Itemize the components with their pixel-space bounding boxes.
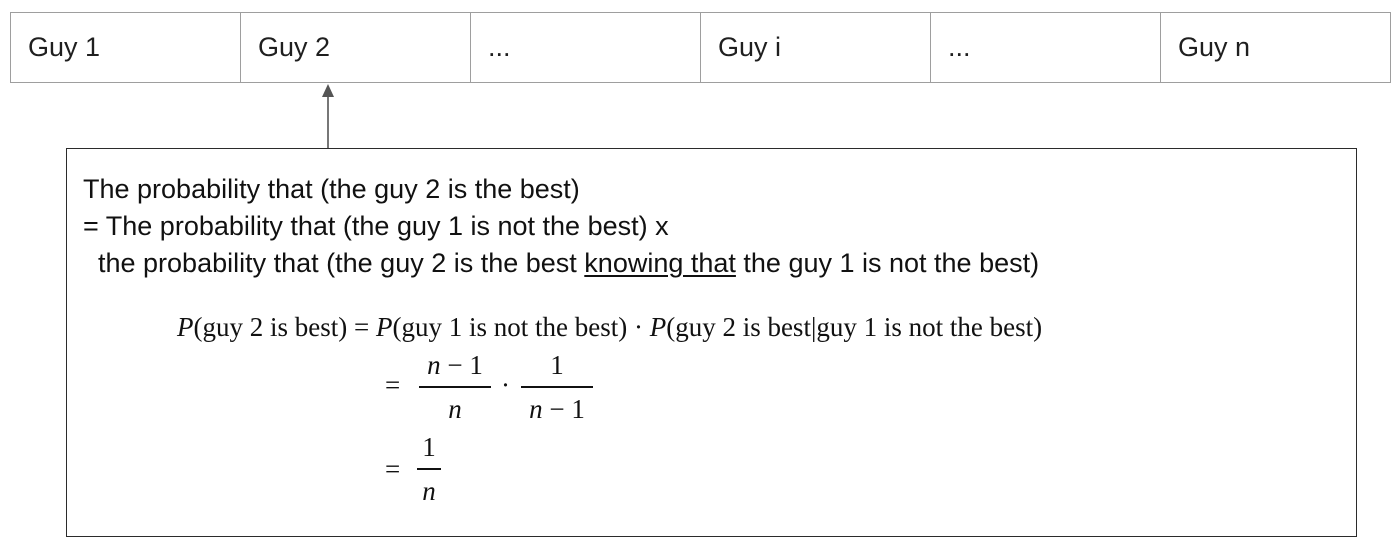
fraction-denominator: n	[448, 393, 462, 424]
rhs-argument-1: (guy 1 is not the best)	[392, 312, 628, 342]
guy-cell-2: Guy 2	[241, 13, 471, 82]
fraction-1-over-n-minus-1: 1 n − 1	[521, 350, 593, 424]
fraction-denominator: n	[422, 475, 436, 506]
multiply-dot: ·	[633, 312, 643, 342]
minus-one: − 1	[542, 393, 585, 424]
explanation-line-1: The probability that (the guy 2 is the b…	[83, 174, 580, 204]
variable-n: n	[427, 350, 441, 380]
p-symbol: P	[375, 312, 393, 342]
equals-sign-line-3: =	[385, 454, 401, 484]
ellipsis-cell-1: ...	[471, 13, 701, 82]
guy-cell-1: Guy 1	[11, 13, 241, 82]
equals-sign-line-2: =	[385, 370, 401, 400]
explanation-box: The probability that (the guy 2 is the b…	[66, 148, 1357, 537]
multiply-dot-line-2: ·	[501, 370, 510, 400]
guy-sequence-row: Guy 1 Guy 2 ... Guy i ... Guy n	[10, 12, 1391, 83]
knowing-that-underlined: knowing that	[584, 248, 736, 278]
equation-line-1: P(guy 2 is best) = P(guy 1 is not the be…	[177, 312, 1042, 343]
fraction-denominator: n − 1	[521, 394, 593, 424]
rhs-argument-2: (guy 2 is best|guy 1 is not the best)	[666, 312, 1043, 342]
guy-cell-n: Guy n	[1178, 32, 1251, 62]
variable-n: n	[529, 393, 543, 424]
fraction-n-minus-1-over-n: n − 1 n	[419, 350, 491, 424]
explanation-text: The probability that (the guy 2 is the b…	[83, 171, 1039, 282]
guy-cell-i: Guy i	[701, 13, 931, 82]
fraction-bar	[419, 386, 491, 388]
explanation-line-3-start: the probability that (the guy 2 is the b…	[83, 248, 585, 278]
fraction-numerator: 1	[550, 350, 564, 380]
explanation-line-3-end: the guy 1 is not the best)	[735, 248, 1040, 278]
ellipsis-cell-2: ...	[931, 13, 1161, 82]
p-symbol: P	[177, 312, 194, 342]
p-symbol: P	[649, 312, 667, 342]
equals-sign: =	[353, 312, 370, 342]
fraction-bar	[521, 386, 593, 388]
explanation-line-2: = The probability that (the guy 1 is not…	[83, 211, 669, 241]
minus-one: − 1	[440, 350, 483, 380]
fraction-numerator: n − 1	[419, 350, 491, 380]
fraction-numerator: 1	[422, 432, 436, 462]
lhs-argument: (guy 2 is best)	[193, 312, 348, 342]
fraction-bar	[417, 468, 441, 470]
pointer-arrow-icon	[322, 84, 334, 149]
fraction-1-over-n: 1 n	[417, 432, 441, 506]
